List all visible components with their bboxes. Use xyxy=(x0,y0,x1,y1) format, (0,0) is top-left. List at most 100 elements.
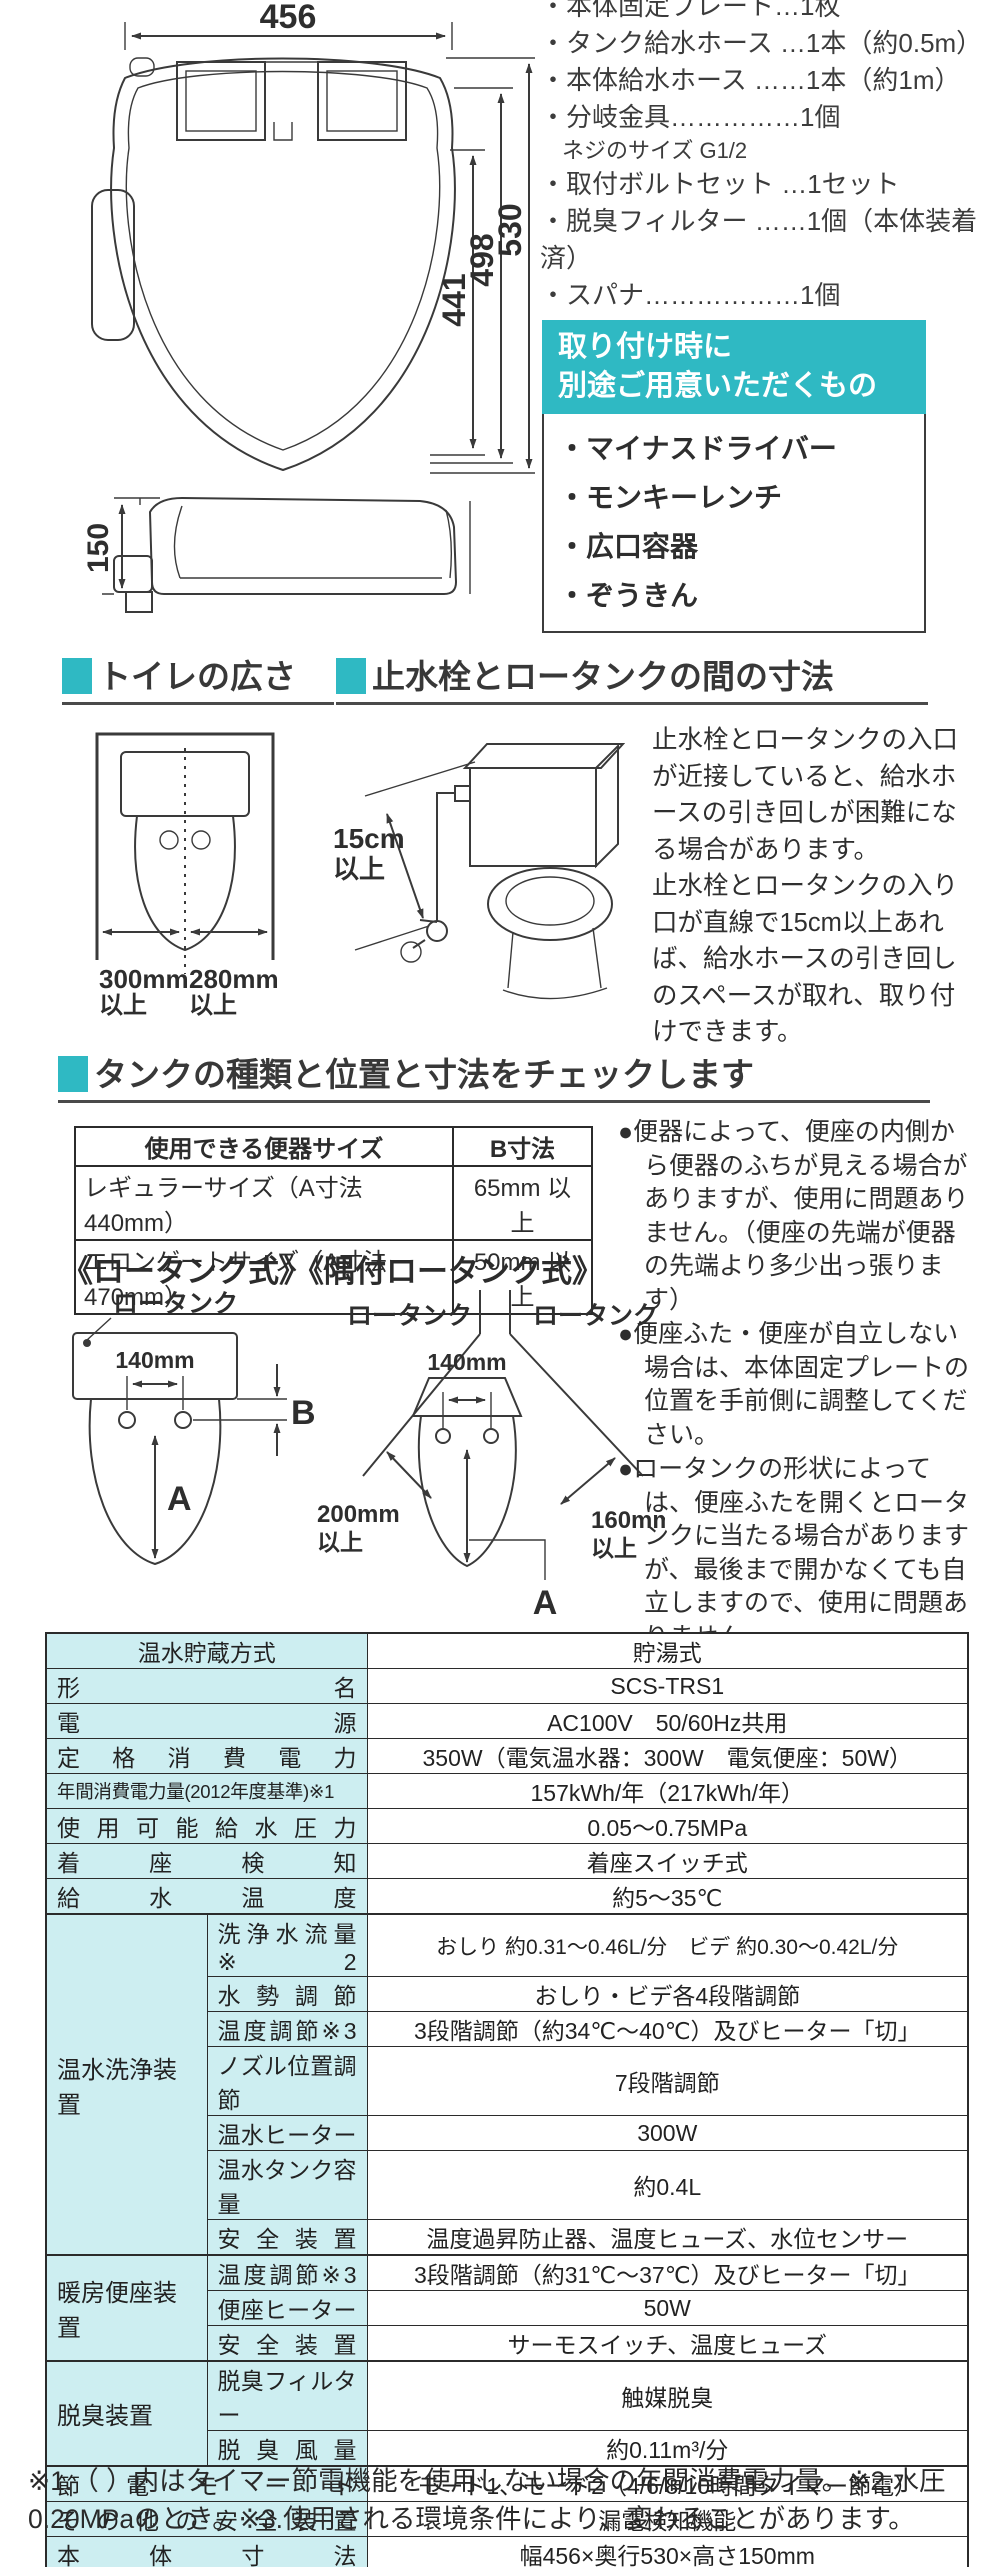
spec-sublabel: 脱臭フィルター xyxy=(206,2360,368,2431)
spec-row: 給水温度約5～35℃ xyxy=(45,1878,969,1915)
bowl-size-table: 使用できる便器サイズ B寸法 レギュラーサイズ（A寸法 440mm） 65mm … xyxy=(74,1126,593,1315)
note-item: ●便座ふた・便座が自立しない場合は、本体固定プレートの位置を手前側に調整してくだ… xyxy=(618,1320,970,1449)
low-tank-b: B xyxy=(291,1394,316,1432)
spec-label: 本体寸法 xyxy=(45,2536,368,2567)
spec-value: おしり・ビデ各4段階調節 xyxy=(366,1976,969,2012)
section-valve-distance: 止水栓とロータンクの間の寸法 xyxy=(336,658,928,705)
spec-row: 水勢調節おしり・ビデ各4段階調節 xyxy=(46,1976,969,2012)
dim-300mm-min: 以上 xyxy=(99,992,147,1016)
spec-value: 0.05～0.75MPa xyxy=(366,1808,969,1844)
spec-row: 温水貯蔵方式貯湯式 xyxy=(45,1632,969,1669)
spec-row: 安全装置サーモスイッチ、温度ヒューズ xyxy=(46,2325,969,2362)
tank-type-diagrams: ロータンク 140mm B A ロータンク ロータンク 140mm 200mm … xyxy=(72,1290,665,1622)
section-marker-icon xyxy=(58,1056,88,1092)
tool-item: ・モンキーレンチ xyxy=(558,482,783,513)
part-item: ・分岐金具……………1個 xyxy=(540,102,841,132)
tool-item: ・広口容器 xyxy=(558,531,699,562)
tools-box-title-line2: 別途ご用意いただくもの xyxy=(558,370,878,402)
corner-right-min: 以上 xyxy=(591,1535,637,1561)
part-item-note: ネジのサイズ G1/2 xyxy=(562,138,748,163)
corner-tank-label-left: ロータンク xyxy=(347,1302,472,1330)
spec-sublabel: 温水ヒーター xyxy=(206,2115,368,2151)
spec-label: 電源 xyxy=(45,1703,368,1739)
spec-sublabel: 水勢調節 xyxy=(206,1976,368,2012)
dim-441: 441 xyxy=(436,273,472,326)
spec-value: モード1、モード2（4/6/8/10時間タイマー節電） xyxy=(366,2465,969,2502)
part-item: ・取付ボルトセット …1セット xyxy=(540,169,900,199)
table-header-row: 使用できる便器サイズ B寸法 xyxy=(74,1126,593,1167)
spec-label: 温水貯蔵方式 xyxy=(45,1632,368,1669)
tools-box-title-line1: 取り付け時に xyxy=(558,331,733,363)
footnote-line: 0.20MPaのとき。※3.使用される環境条件により、変わることがあります。 xyxy=(28,2504,915,2534)
section-marker-icon xyxy=(62,658,92,694)
section-title: トイレの広さ xyxy=(98,658,296,695)
part-item: ・タンク給水ホース …1本（約0.5m） xyxy=(540,28,983,58)
spec-value: サーモスイッチ、温度ヒューズ xyxy=(366,2325,969,2362)
tools-needed-box: 取り付け時に 別途ご用意いただくもの ・マイナスドライバー ・モンキーレンチ ・… xyxy=(542,320,926,633)
corner-tank-type-label: 《隅付ロータンク式》 xyxy=(293,1254,603,1289)
spec-value: 157kWh/年（217kWh/年） xyxy=(366,1773,969,1809)
spec-row: 着座検知着座スイッチ式 xyxy=(45,1843,969,1879)
spec-sublabel: 洗浄水流量※2 xyxy=(206,1913,368,1977)
spec-value: 約0.11m³/分 xyxy=(366,2430,969,2467)
spec-value: 3段階調節（約34℃～40℃）及びヒーター「切」 xyxy=(366,2011,969,2047)
part-item: ・脱臭フィルター ……1個（本体装着済） xyxy=(540,206,978,273)
spec-value: 温度過昇防止器、温度ヒューズ、水位センサー xyxy=(366,2219,969,2256)
dim-15cm: 15cm xyxy=(333,823,405,854)
note-item: ●便器によって、便座の内側から便器のふちが見える場合がありますが、使用に問題あり… xyxy=(618,1118,969,1314)
dim-530: 530 xyxy=(492,203,528,256)
footnotes: ※1.（ ）内はタイマー節電機能を使用しない場合の年間消費電力量。※2.水圧 0… xyxy=(28,2462,976,2538)
seat-dimension-diagram: 456 441 498 530 150 xyxy=(82,0,535,613)
part-item: ・本体給水ホース ……1本（約1m） xyxy=(540,65,961,95)
spec-value: 300W xyxy=(366,2115,969,2151)
spec-label: 使用可能給水圧力 xyxy=(45,1808,368,1844)
dim-280mm: 280mm xyxy=(189,964,279,994)
corner-tank-label-right: ロータンク xyxy=(533,1302,658,1330)
cell-b: 50mm 以上 xyxy=(452,1239,593,1315)
spec-sublabel: 温度調節※3 xyxy=(206,2011,368,2047)
corner-right-dim: 160mm xyxy=(591,1507,665,1534)
col-header-b-dim: B寸法 xyxy=(452,1126,593,1167)
low-tank-pitch: 140mm xyxy=(115,1347,194,1373)
tank-notes-list: ●便器によって、便座の内側から便器のふちが見える場合がありますが、使用に問題あり… xyxy=(618,1116,972,1655)
spec-value: SCS-TRS1 xyxy=(366,1668,969,1704)
corner-tank-pitch: 140mm xyxy=(427,1349,506,1375)
spec-sublabel: 安全装置 xyxy=(206,2325,368,2362)
tool-item: ・ぞうきん xyxy=(558,580,699,611)
spec-row: 脱臭装置脱臭フィルター触媒脱臭 xyxy=(45,2360,969,2467)
spec-sublabel: ノズル位置調節 xyxy=(206,2046,368,2116)
cell-size: レギュラーサイズ（A寸法 440mm） xyxy=(74,1165,454,1241)
low-tank-a: A xyxy=(167,1480,192,1518)
spec-sublabel: 安全装置 xyxy=(206,2219,368,2256)
spec-sublabel: 温水タンク容量 xyxy=(206,2150,368,2220)
col-header-bowl-size: 使用できる便器サイズ xyxy=(74,1126,454,1167)
tools-box-body: ・マイナスドライバー ・モンキーレンチ ・広口容器 ・ぞうきん xyxy=(542,414,926,633)
included-parts-list: ・本体固定プレート…1枚 ・タンク給水ホース …1本（約0.5m） ・本体給水ホ… xyxy=(540,0,1000,314)
spec-value: 3段階調節（約31℃～37℃）及びヒーター「切」 xyxy=(366,2254,969,2291)
corner-left-dim: 200mm xyxy=(317,1501,400,1528)
dim-498: 498 xyxy=(464,233,500,286)
spec-label: 定格消費電力 xyxy=(45,1738,368,1774)
corner-left-min: 以上 xyxy=(317,1529,363,1555)
spec-value: 350W（電気温水器：300W 電気便座：50W） xyxy=(366,1738,969,1774)
toilet-space-diagram: 300mm 以上 280mm 以上 xyxy=(95,732,279,1016)
spec-group-warm-wash: 温水洗浄装置 xyxy=(45,1913,208,2256)
spec-label: 着座検知 xyxy=(45,1843,368,1879)
spec-row: 本体寸法幅456×奥行530×高さ150mm xyxy=(45,2536,969,2567)
spec-sublabel: 便座ヒーター xyxy=(206,2290,368,2326)
part-item: ・スパナ………………1個 xyxy=(540,280,841,310)
low-tank-type-label: 《ロータンク式》 xyxy=(62,1254,310,1289)
spec-value: 50W xyxy=(366,2290,969,2326)
spec-sublabel: 脱臭風量 xyxy=(206,2430,368,2467)
dim-15cm-min: 以上 xyxy=(333,854,385,884)
spec-value: 幅456×奥行530×高さ150mm xyxy=(366,2536,969,2567)
section-marker-icon xyxy=(336,658,366,694)
spec-label: 形名 xyxy=(45,1668,368,1704)
